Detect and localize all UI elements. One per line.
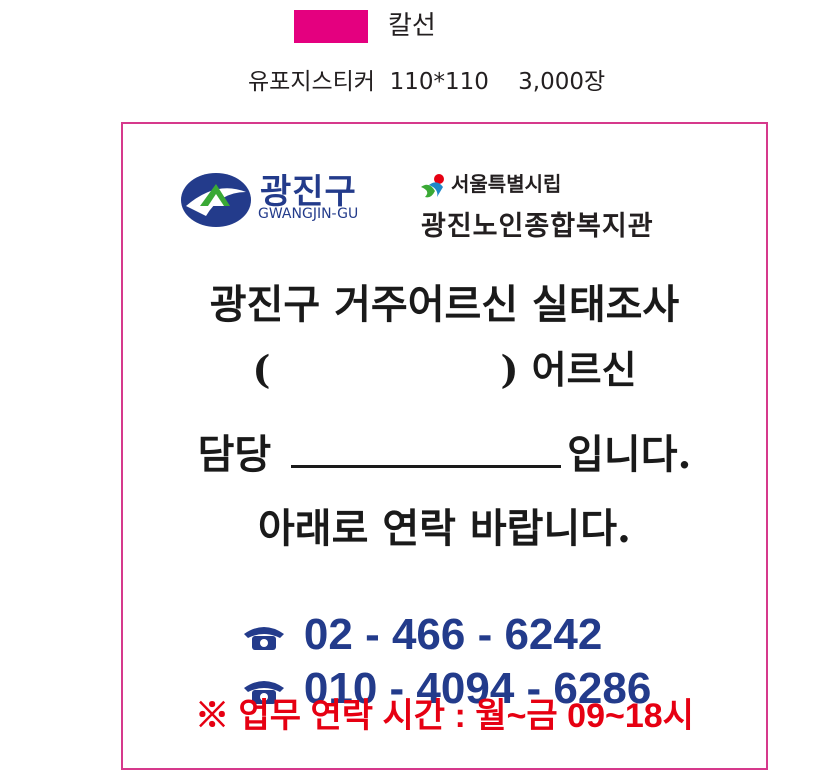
elder-suffix: ) 어르신 (500, 347, 637, 392)
print-spec: 유포지스티커 110*110 3,000장 (248, 66, 605, 98)
paren-open: ( (252, 347, 271, 392)
telephone-icon (243, 627, 284, 651)
telephone-icon (243, 681, 284, 705)
spec-material: 유포지스티커 (248, 69, 375, 95)
phone-line-2: 010 - 4094 - 6286 (193, 614, 651, 764)
spec-quantity: 3,000장 (518, 69, 606, 95)
staff-name-blank (291, 429, 562, 468)
phone-line-1: 02 - 466 - 6242 (193, 560, 602, 710)
seoul-symbol-icon (421, 173, 444, 197)
gwangjin-gu-logo: 광진구 GWANGJIN-GU (180, 166, 400, 236)
gu-logo-name: 광진구 (260, 172, 357, 212)
seoul-city-label: 서울특별시립 (419, 168, 561, 199)
cut-line-color-swatch (294, 10, 368, 43)
welfare-center-name: 광진노인종합복지관 (421, 211, 654, 242)
resident-name-line: ( ) 어르신 (123, 339, 766, 394)
sticker-artboard: 광진구 GWANGJIN-GU 서울특별시립 광진노인종합복지관 광진구 거주어… (121, 122, 768, 770)
spec-size: 110*110 (389, 69, 489, 95)
gwangjin-emblem-icon (181, 173, 251, 227)
staff-suffix: 입니다. (567, 431, 692, 478)
business-hours-notice: ※ 업무 연락 시간 : 월~금 09~18시 (195, 697, 694, 735)
cut-line-label: 칼선 (388, 11, 436, 41)
gu-logo-roman: GWANGJIN-GU (258, 206, 359, 222)
phone-number-2: 010 - 4094 - 6286 (303, 664, 652, 713)
seoul-label-text: 서울특별시립 (451, 172, 562, 196)
staff-line: 담당 입니다. (123, 422, 766, 480)
staff-prefix: 담당 (197, 431, 272, 478)
survey-title: 광진구 거주어르신 실태조사 (209, 281, 680, 328)
contact-request: 아래로 연락 바랍니다. (258, 505, 631, 552)
phone-number-1: 02 - 466 - 6242 (303, 610, 603, 659)
